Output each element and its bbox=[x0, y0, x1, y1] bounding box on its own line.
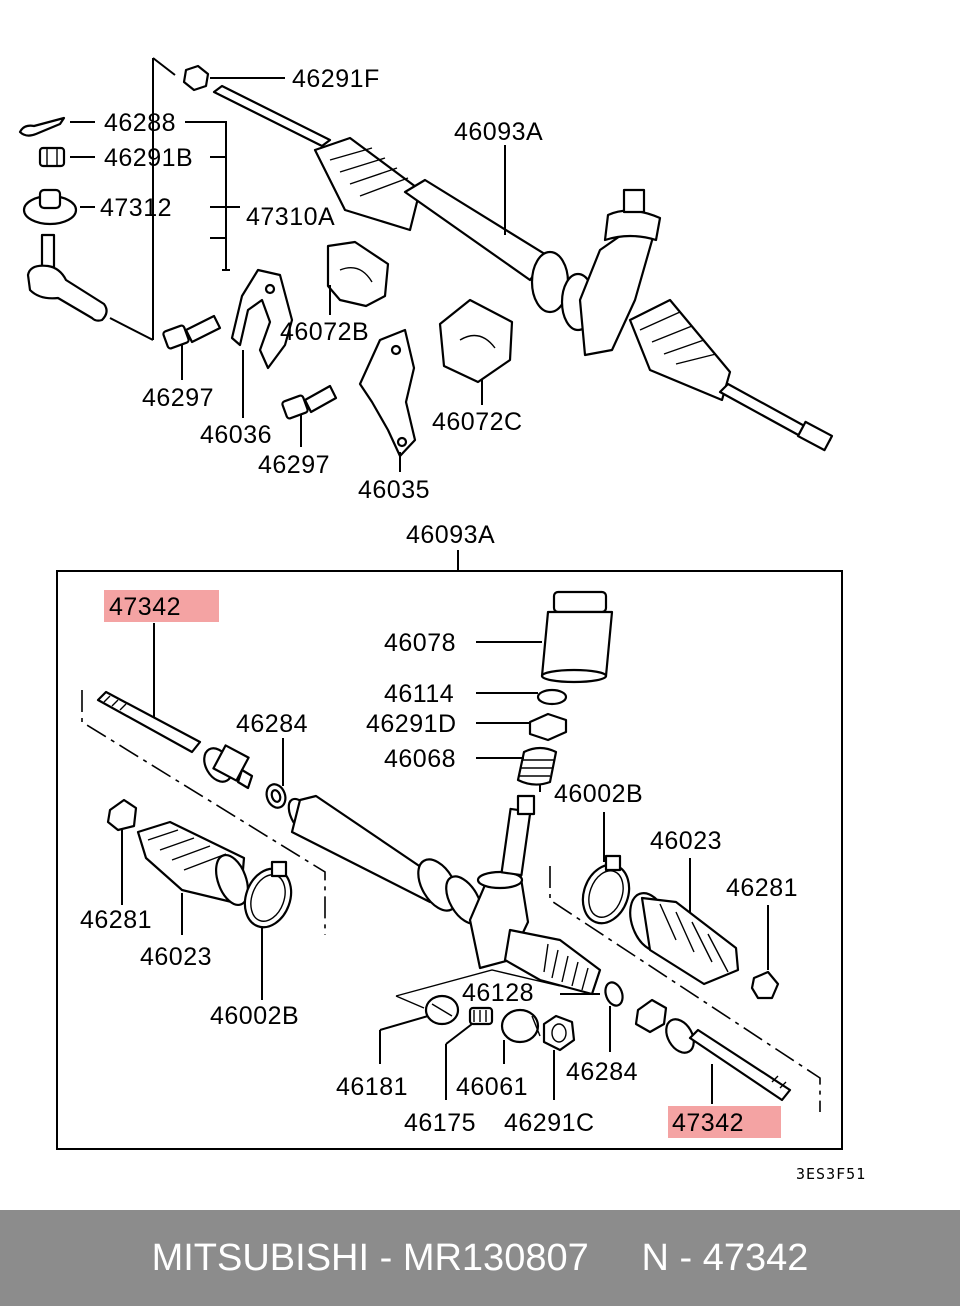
label-46078: 46078 bbox=[384, 629, 456, 657]
label-47342-bottom: 47342 bbox=[672, 1109, 744, 1137]
label-46291d: 46291D bbox=[366, 710, 457, 738]
highlight-47342-top bbox=[104, 590, 219, 622]
lock-washer-46284-a-part bbox=[265, 738, 287, 809]
label-46061: 46061 bbox=[456, 1073, 528, 1101]
label-46023-right: 46023 bbox=[650, 827, 722, 855]
label-46023-left: 46023 bbox=[140, 943, 212, 971]
inner-tie-rod-47342-left-part bbox=[96, 623, 254, 790]
label-46281-left: 46281 bbox=[80, 906, 152, 934]
pinion-sleeve-46078-part bbox=[476, 590, 614, 684]
label-47312: 47312 bbox=[100, 194, 172, 222]
band-46002b-right-part bbox=[581, 812, 631, 925]
label-46128: 46128 bbox=[462, 979, 534, 1007]
label-46297-a: 46297 bbox=[142, 384, 214, 412]
label-46002b-left: 46002B bbox=[210, 1002, 299, 1030]
label-46288: 46288 bbox=[104, 109, 176, 137]
tie-rod-end-part bbox=[26, 233, 108, 322]
adjusting-screw-46181-part bbox=[379, 994, 460, 1064]
nut-46291d-part bbox=[476, 712, 568, 742]
inner-tie-rod-47342-right-part bbox=[634, 998, 792, 1104]
bolt-46297-a-part bbox=[162, 314, 222, 380]
label-46284-a: 46284 bbox=[236, 710, 308, 738]
spring-46175-part bbox=[445, 1006, 494, 1100]
upper-assembly: 46291F 46288 46291B 47312 47310A 46093A … bbox=[18, 57, 834, 504]
label-47342-top: 47342 bbox=[109, 593, 181, 621]
steering-gear-parts-diagram: 46291F 46288 46291B 47312 47310A 46093A … bbox=[18, 57, 866, 1183]
part-number-caption: MITSUBISHI - MR130807 N - 47342 bbox=[151, 1237, 809, 1279]
label-46036: 46036 bbox=[200, 421, 272, 449]
lock-washer-46284-b-part bbox=[604, 981, 624, 1052]
label-46093a-box: 46093A bbox=[406, 521, 495, 549]
clip-46281-right-part bbox=[750, 905, 780, 1000]
cotter-pin-46288-part bbox=[18, 116, 95, 137]
exploded-view-frame bbox=[56, 570, 843, 1150]
footer-bar: MITSUBISHI - MR130807 N - 47342 bbox=[0, 1210, 960, 1306]
label-47310a: 47310A bbox=[246, 203, 335, 231]
label-46114: 46114 bbox=[384, 680, 454, 708]
plug-46068-part bbox=[476, 746, 558, 786]
label-46297-b: 46297 bbox=[258, 451, 330, 479]
label-46291b: 46291B bbox=[104, 144, 193, 172]
label-46035: 46035 bbox=[358, 476, 430, 504]
washer-46114-part bbox=[476, 688, 568, 706]
bushing-46072b-part bbox=[326, 240, 390, 315]
label-46002b-right: 46002B bbox=[554, 780, 643, 808]
boot-46023-right-part bbox=[629, 858, 740, 986]
castle-nut-46291b-part bbox=[38, 146, 95, 168]
label-46291f: 46291F bbox=[292, 65, 380, 93]
label-46068: 46068 bbox=[384, 745, 456, 773]
clamp-46035-part bbox=[358, 328, 417, 472]
label-46181: 46181 bbox=[336, 1073, 408, 1101]
dust-boot-47312-part bbox=[22, 188, 95, 226]
highlight-47342-bottom bbox=[668, 1106, 781, 1138]
label-46072c: 46072C bbox=[432, 408, 523, 436]
label-46284-b: 46284 bbox=[566, 1058, 638, 1086]
label-46281-right: 46281 bbox=[726, 874, 798, 902]
rack-housing-46093a-part bbox=[212, 84, 834, 452]
exploded-view-box: 46093A bbox=[56, 521, 843, 1150]
label-46072b: 46072B bbox=[280, 318, 369, 346]
bushing-46072c-part bbox=[438, 298, 514, 405]
bolt-46297-b-part bbox=[281, 384, 338, 447]
nut-46291f-part bbox=[182, 64, 285, 92]
label-46093a-top: 46093A bbox=[454, 118, 543, 146]
label-46291c: 46291C bbox=[504, 1109, 595, 1137]
clamp-46036-part bbox=[230, 268, 294, 418]
boot-46023-left-part bbox=[136, 820, 249, 935]
diagram-code: 3ES3F51 bbox=[796, 1165, 866, 1183]
rack-tube-part bbox=[287, 760, 602, 996]
label-46175: 46175 bbox=[404, 1109, 476, 1137]
rack-support-46061-part bbox=[500, 1008, 541, 1064]
clip-46281-left-part bbox=[106, 798, 138, 905]
locknut-46291c-part bbox=[542, 1014, 576, 1100]
band-46002b-left-part bbox=[243, 860, 293, 1000]
